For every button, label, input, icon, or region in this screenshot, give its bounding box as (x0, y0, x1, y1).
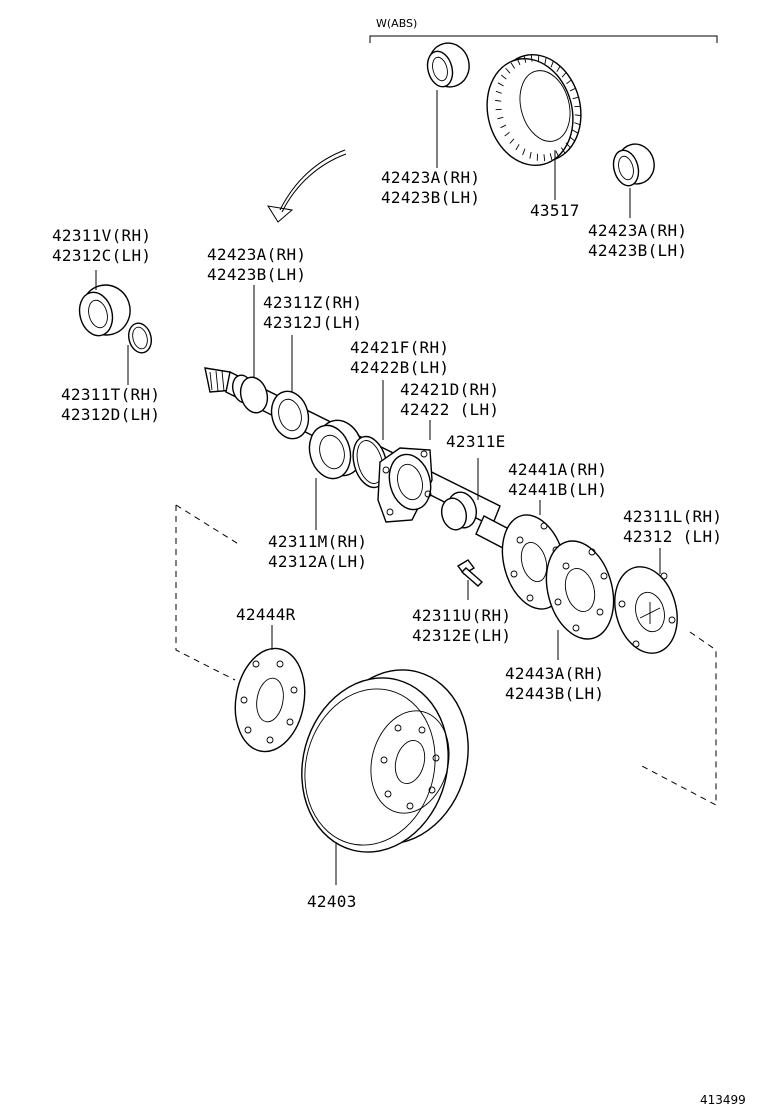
bearing-housing-part (377, 447, 433, 523)
part-label-seal-right-rh[interactable]: 42423A(RH) (588, 221, 688, 240)
part-label-rotor[interactable]: 43517 (530, 201, 580, 220)
part-label-housing-d-rh[interactable]: 42421D(RH) (400, 380, 500, 399)
rotor-tooth (500, 74, 507, 80)
rotor-tooth (523, 55, 527, 63)
part-label-bearing-m-rh[interactable]: 42311M(RH) (268, 532, 368, 551)
curved-arrow-icon (266, 149, 347, 223)
part-label-seal-left-lh[interactable]: 42423B(LH) (207, 265, 307, 284)
rotor-tooth (500, 124, 507, 129)
retainer-part (270, 390, 310, 440)
part-label-gasket-a-lh[interactable]: 42443B(LH) (505, 684, 605, 703)
rotor-tooth (497, 82, 504, 87)
hub-part (614, 566, 678, 654)
part-label-snap-ring-rh[interactable]: 42311T(RH) (61, 385, 161, 404)
oil-seal-top-part (426, 42, 470, 88)
rotor-tooth (495, 99, 502, 102)
part-label-housing-d-lh[interactable]: 42422 (LH) (400, 400, 500, 419)
rotor-tooth (574, 114, 581, 117)
part-label-bolt-u-lh[interactable]: 42312E(LH) (412, 626, 512, 645)
part-label-bolt-u-rh[interactable]: 42311U(RH) (412, 606, 512, 625)
abs-group-bracket (369, 35, 718, 43)
gasket-part (545, 540, 615, 640)
part-label-bearing-v-lh[interactable]: 42312C(LH) (52, 246, 152, 265)
part-label-collar-e[interactable]: 42311E (446, 432, 506, 451)
rotor-tooth (549, 153, 553, 161)
rotor-tooth (509, 138, 515, 144)
bearing-main-part (308, 419, 364, 480)
rotor-tooth (561, 72, 567, 78)
diagram-id: 413499 (700, 1093, 746, 1107)
rotor-tooth (522, 148, 526, 156)
rotor-tooth (566, 79, 572, 85)
rotor-tooth (569, 136, 576, 142)
part-label-seal-top-rh[interactable]: 42423A(RH) (381, 168, 481, 187)
part-label-seal-right-lh[interactable]: 42423B(LH) (588, 241, 688, 260)
dashed-line-right (639, 631, 717, 806)
part-label-plate-a-lh[interactable]: 42441B(LH) (508, 480, 608, 499)
rotor-tooth (505, 67, 511, 74)
rotor-tooth (560, 147, 566, 154)
rotor-tooth (556, 65, 561, 72)
part-label-bearing-m-lh[interactable]: 42312A(LH) (268, 552, 368, 571)
part-label-seal-top-lh[interactable]: 42423B(LH) (381, 188, 481, 207)
rotor-tooth (569, 87, 576, 92)
rotor-tooth (530, 54, 533, 62)
abs-rotor-part (486, 54, 582, 166)
part-label-retainer-f-rh[interactable]: 42421F(RH) (350, 338, 450, 357)
plate-drum-part (234, 647, 306, 753)
abs-group-label: W(ABS) (376, 17, 418, 30)
oil-seal-right-part (612, 143, 655, 187)
rotor-tooth (572, 129, 579, 134)
part-label-retainer-f-lh[interactable]: 42422B(LH) (350, 358, 450, 377)
rotor-tooth (515, 144, 520, 151)
rotor-tooth (495, 90, 502, 94)
dashed-line-upper-left (175, 504, 241, 546)
bearing-left-part (78, 284, 131, 337)
oil-seal-shaft-part (239, 376, 269, 414)
part-label-gasket-a-rh[interactable]: 42443A(RH) (505, 664, 605, 683)
part-label-bearing-v-rh[interactable]: 42311V(RH) (52, 226, 152, 245)
part-label-snap-ring-lh[interactable]: 42312D(LH) (61, 405, 161, 424)
rotor-tooth (574, 122, 581, 126)
part-label-hub-l-lh[interactable]: 42312 (LH) (623, 527, 723, 546)
dashed-line-left (175, 505, 236, 681)
part-label-retainer-z-lh[interactable]: 42312J(LH) (263, 313, 363, 332)
part-label-plate-a-rh[interactable]: 42441A(RH) (508, 460, 608, 479)
collar-part (440, 491, 478, 531)
rotor-tooth (504, 131, 510, 137)
rotor-tooth (543, 154, 546, 162)
rotor-tooth (555, 150, 560, 158)
rotor-tooth (516, 58, 521, 66)
hub-bolt-part (456, 559, 484, 587)
rotor-tooth (550, 60, 554, 68)
part-label-hub-l-rh[interactable]: 42311L(RH) (623, 507, 723, 526)
rotor-tooth (510, 62, 516, 69)
part-label-seal-left-rh[interactable]: 42423A(RH) (207, 245, 307, 264)
part-label-drum[interactable]: 42403 (307, 892, 357, 911)
rotor-tooth (544, 57, 547, 65)
brake-drum-part (301, 669, 469, 853)
rotor-tooth (572, 96, 579, 100)
snap-ring-part (127, 322, 153, 354)
rotor-tooth (565, 142, 571, 149)
rotor-tooth (529, 151, 532, 159)
part-label-plate-r[interactable]: 42444R (236, 605, 296, 624)
part-label-retainer-z-rh[interactable]: 42311Z(RH) (263, 293, 363, 312)
rotor-tooth (497, 116, 504, 120)
